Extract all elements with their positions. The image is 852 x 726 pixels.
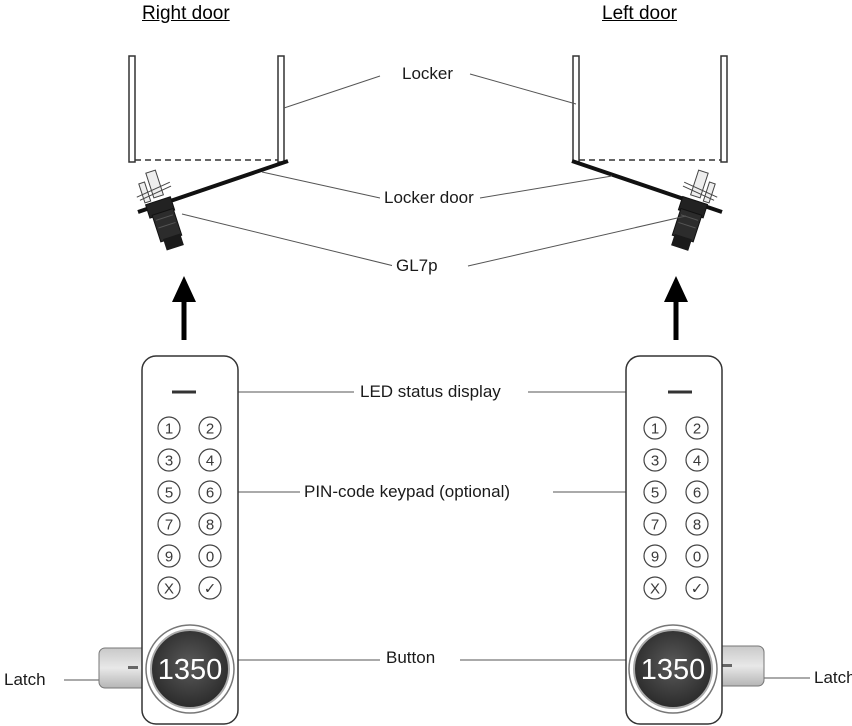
- svg-text:3: 3: [165, 453, 173, 470]
- keypad-device-right: 1 3 5 0: [98, 355, 239, 725]
- key-left-1: 1: [643, 416, 667, 440]
- key-right-x: X: [157, 576, 181, 600]
- button-dial-left: [633, 629, 713, 709]
- key-left-7: 7: [643, 512, 667, 536]
- svg-text:1: 1: [165, 421, 173, 438]
- svg-text:✓: ✓: [204, 581, 217, 598]
- heading-left-door: Left door: [602, 3, 677, 24]
- svg-text:9: 9: [165, 549, 173, 566]
- key-left-2: 2: [685, 416, 709, 440]
- button-dial-right: [150, 629, 230, 709]
- keypad-device-left: 1 3 5 0: [625, 355, 765, 725]
- key-left-check: ✓: [685, 576, 709, 600]
- key-right-1: 1: [157, 416, 181, 440]
- label-led-status-display: LED status display: [356, 382, 505, 402]
- key-right-3: 3: [157, 448, 181, 472]
- gl7p-lock-right: [136, 169, 184, 251]
- svg-text:X: X: [164, 581, 174, 598]
- svg-text:4: 4: [206, 453, 214, 470]
- svg-text:4: 4: [693, 453, 701, 470]
- svg-text:1: 1: [651, 421, 659, 438]
- svg-text:7: 7: [165, 517, 173, 534]
- key-left-8: 8: [685, 512, 709, 536]
- svg-text:2: 2: [693, 421, 701, 438]
- key-right-6: 6: [198, 480, 222, 504]
- label-button: Button: [382, 648, 440, 668]
- label-latch-right: Latch: [810, 668, 852, 688]
- key-right-8: 8: [198, 512, 222, 536]
- key-left-3: 3: [643, 448, 667, 472]
- key-left-5: 5: [643, 480, 667, 504]
- svg-text:9: 9: [651, 549, 659, 566]
- svg-text:5: 5: [651, 485, 659, 502]
- svg-text:6: 6: [206, 485, 214, 502]
- key-right-7: 7: [157, 512, 181, 536]
- dial-text-left: 1350: [641, 654, 706, 686]
- keypad-left: 1 2 3 4 5 6 7 8 9 0X ✓: [643, 416, 709, 600]
- left-door-locker: [571, 55, 728, 214]
- gl7p-lock-left: [671, 169, 718, 251]
- svg-text:6: 6: [693, 485, 701, 502]
- leader-lines: [64, 73, 812, 681]
- svg-text:8: 8: [693, 517, 701, 534]
- key-right-check: ✓: [198, 576, 222, 600]
- key-right-5: 5: [157, 480, 181, 504]
- label-latch-left: Latch: [0, 670, 50, 690]
- label-pin-code-keypad: PIN-code keypad (optional): [300, 482, 515, 502]
- arrow-up-right-door: [172, 276, 196, 340]
- dial-text-right: 1350: [158, 654, 223, 686]
- key-right-2: 2: [198, 416, 222, 440]
- svg-text:0: 0: [206, 549, 214, 566]
- svg-text:7: 7: [651, 517, 659, 534]
- svg-text:0: 0: [693, 549, 701, 566]
- svg-text:X: X: [650, 581, 660, 598]
- key-left-x: X: [643, 576, 667, 600]
- key-left-6: 6: [685, 480, 709, 504]
- key-right-4: 4: [198, 448, 222, 472]
- arrow-up-left-door: [664, 276, 688, 340]
- key-left-0: 0: [685, 544, 709, 568]
- key-right-9: 9: [157, 544, 181, 568]
- heading-right-door: Right door: [142, 3, 230, 24]
- svg-text:2: 2: [206, 421, 214, 438]
- key-left-9: 9: [643, 544, 667, 568]
- label-locker-door: Locker door: [380, 188, 478, 208]
- svg-text:8: 8: [206, 517, 214, 534]
- keypad-right: 1 2 3 4 5 6 7 8 9 0X ✓: [157, 416, 222, 600]
- key-left-4: 4: [685, 448, 709, 472]
- key-right-0: 0: [198, 544, 222, 568]
- svg-text:5: 5: [165, 485, 173, 502]
- svg-text:✓: ✓: [691, 581, 704, 598]
- label-gl7p: GL7p: [392, 256, 442, 276]
- label-locker: Locker: [398, 64, 458, 84]
- svg-text:3: 3: [651, 453, 659, 470]
